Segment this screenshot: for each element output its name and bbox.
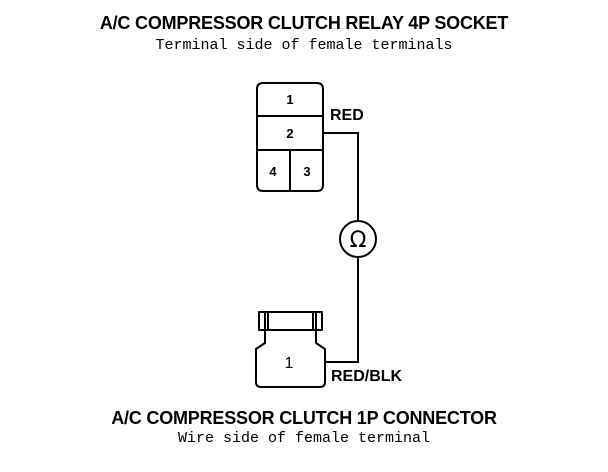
relay-pin-4: 4 xyxy=(269,164,277,179)
wire-label-red: RED xyxy=(330,107,364,124)
relay-socket-title: A/C COMPRESSOR CLUTCH RELAY 4P SOCKET xyxy=(99,13,509,33)
relay-pin-3: 3 xyxy=(303,164,310,179)
clutch-connector-subtitle: Wire side of female terminal xyxy=(177,430,431,447)
ohmmeter-icon: Ω xyxy=(339,220,377,258)
relay-pin-1: 1 xyxy=(286,92,293,107)
relay-socket-subtitle: Terminal side of female terminals xyxy=(155,37,453,54)
relay-pin-2: 2 xyxy=(286,126,293,141)
clutch-connector xyxy=(255,311,326,388)
wire-label-red-blk: RED/BLK xyxy=(331,368,403,385)
clutch-pin-1: 1 xyxy=(285,355,294,372)
test-lead-wire xyxy=(323,132,359,363)
relay-socket xyxy=(256,82,324,192)
ohm-symbol: Ω xyxy=(350,228,367,253)
clutch-connector-title: A/C COMPRESSOR CLUTCH 1P CONNECTOR xyxy=(111,408,497,428)
